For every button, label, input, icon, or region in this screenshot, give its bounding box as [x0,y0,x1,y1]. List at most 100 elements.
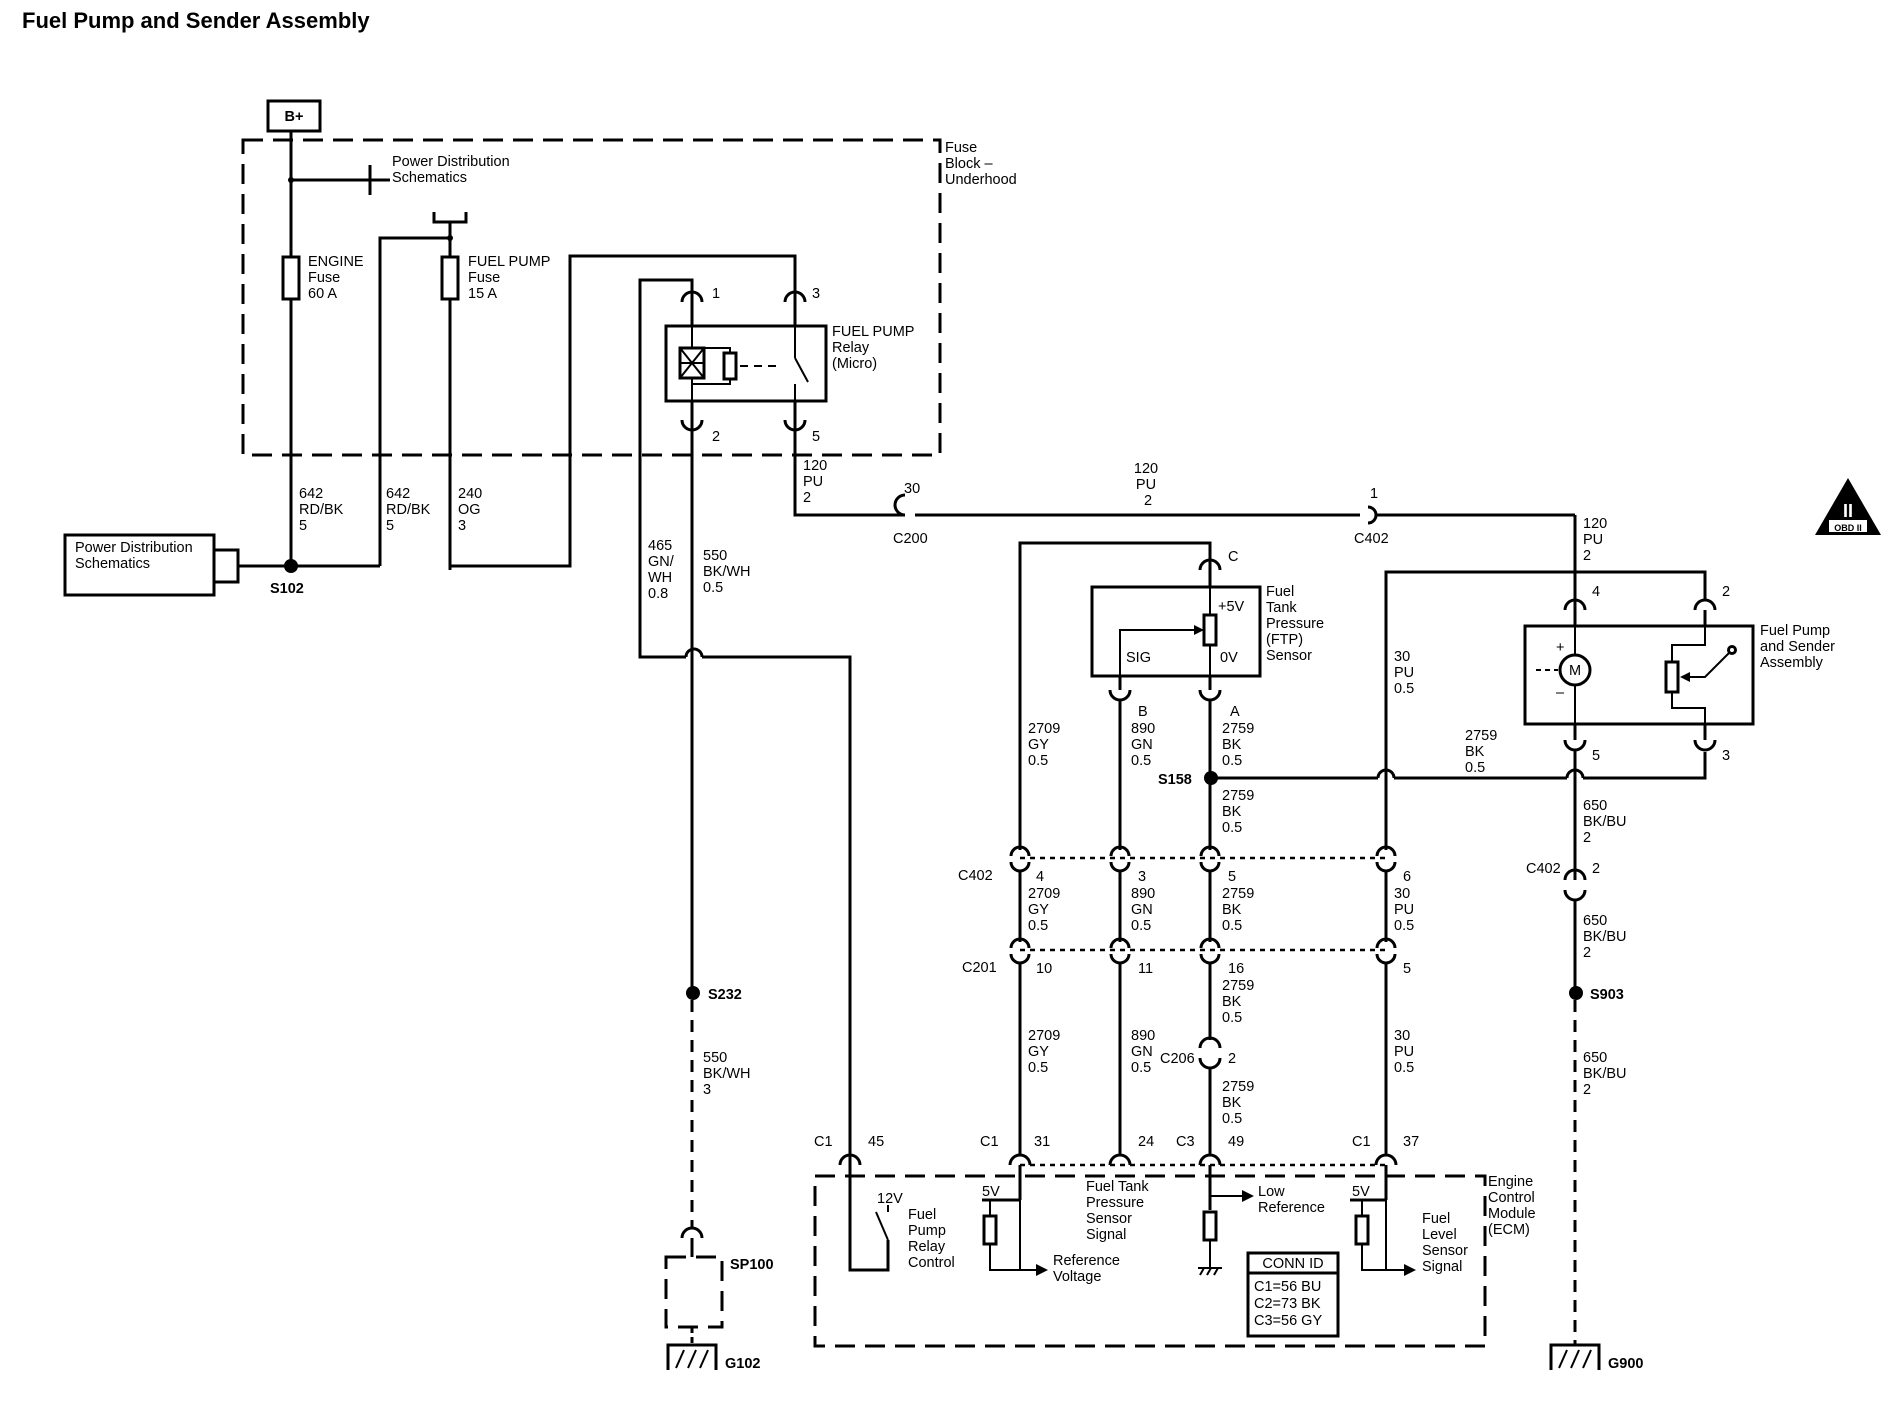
relay-pin-2: 2 [712,429,720,445]
splice-s232-label: S232 [708,987,742,1003]
pump-pin-5: 5 [1592,748,1600,764]
ecm-c1-c: C1 [1352,1134,1371,1150]
wire-240: 240 OG 3 [458,486,486,534]
splice-s158-label: S158 [1158,772,1192,788]
connector-cavity-male [1375,861,1397,873]
ecm-5v-ref-label: 5V [982,1184,1000,1200]
connector-c402-bottom: C402 [958,868,993,884]
ecm-low-reference-label: Low Reference [1258,1184,1325,1216]
wire-550-lower: 550 BK/WH 3 [703,1050,755,1098]
c206-pin-2: 2 [1228,1051,1236,1067]
pump-pin-4: 4 [1592,584,1600,600]
conn-id-c1: C1=56 BU [1254,1279,1321,1295]
engine-fuse-label: ENGINE Fuse 60 A [308,254,368,302]
fuel-pump-fuse-label: FUEL PUMP Fuse 15 A [468,254,554,302]
connector-cavity-male [1009,953,1031,965]
wire-30-top: 30 PU 0.5 [1394,649,1418,697]
wire-890-top: 890 GN 0.5 [1131,721,1159,769]
ftp-pin-a: A [1230,704,1240,720]
ground-g900-label: G900 [1608,1356,1643,1372]
c200-pin-30: 30 [904,481,920,497]
connector-cavity-male [1199,861,1221,873]
splice-s903-label: S903 [1590,987,1624,1003]
svg-text:II: II [1843,501,1853,521]
svg-text:OBD II: OBD II [1834,523,1862,533]
battery-positive-box [266,99,322,133]
fuse-block-label: Fuse Block – Underhood [945,140,1017,188]
connector-cavity-female [1109,845,1131,857]
ecm-boundary [813,1174,1487,1348]
ecm-pin-37: 37 [1403,1134,1419,1150]
wire-650-mid: 650 BK/BU 2 [1583,913,1631,961]
wire-642-engine: 642 RD/BK 5 [299,486,347,534]
connector-cavity-female [1199,845,1221,857]
battery-positive-label: B+ [285,109,304,125]
c201-pin-10: 10 [1036,961,1052,977]
relay-pin-1: 1 [712,286,720,302]
ecm-chassis-ground-icon [1198,1267,1222,1276]
conn-id-table: CONN ID C1=56 BU C2=73 BK C3=56 GY [1246,1251,1340,1338]
ecm-pin-45: 45 [868,1134,884,1150]
obd-ii-icon: II OBD II [1815,478,1881,535]
wire-120-mid: 120 PU 2 [1134,461,1162,509]
ecm-c3: C3 [1176,1134,1195,1150]
connector-c402-pump: C402 [1526,861,1561,877]
motor-minus: – [1556,685,1565,701]
ftp-pin-c: C [1228,549,1238,565]
c402-pin-6: 6 [1403,869,1411,885]
ecm-reference-voltage-label: Reference Voltage [1053,1253,1124,1285]
ecm-5v-level-label: 5V [1352,1184,1370,1200]
fuel-pump-fuse [440,255,460,301]
power-distribution-ref-left-label: Power Distribution Schematics [75,540,197,572]
ecm-fuel-level-label: Fuel Level Sensor Signal [1422,1211,1472,1275]
splice-pack-sp100-label: SP100 [730,1257,774,1273]
ecm-relay-control-label: Fuel Pump Relay Control [908,1207,955,1271]
diagram-title: Fuel Pump and Sender Assembly [22,8,370,33]
c402-pin-4: 4 [1036,869,1044,885]
ecm-label: Engine Control Module (ECM) [1488,1174,1540,1238]
wire-650-upper: 650 BK/BU 2 [1583,798,1631,846]
wire-642-pump: 642 RD/BK 5 [386,486,434,534]
ground-g102-label: G102 [725,1356,760,1372]
conn-id-title: CONN ID [1262,1256,1323,1272]
connector-cavity-male [1109,861,1131,873]
motor-plus: + [1556,640,1564,656]
conn-id-c3: C3=56 GY [1254,1313,1322,1329]
c402-pin-5: 5 [1228,869,1236,885]
wire-650-lower: 650 BK/BU 2 [1583,1050,1631,1098]
connector-c201: C201 [962,960,997,976]
wire-120-pump: 120 PU 2 [1583,516,1611,564]
relay-pin-3: 3 [812,286,820,302]
ftp-pin-b: B [1138,704,1148,720]
wire-120-relay: 120 PU 2 [803,458,831,506]
c201-pin-11: 11 [1138,961,1153,977]
ecm-ftp-signal-label: Fuel Tank Pressure Sensor Signal [1086,1179,1153,1243]
c201-pin-5: 5 [1403,961,1411,977]
motor-label: M [1569,663,1581,679]
ftp-sensor-label: Fuel Tank Pressure (FTP) Sensor [1266,584,1328,664]
ground-g900 [1549,1343,1601,1370]
wire-2759-ftp: 2759 BK 0.5 [1222,721,1258,769]
pump-pin-3: 3 [1722,748,1730,764]
c402-pin-1: 1 [1370,486,1378,502]
ecm-pin-49: 49 [1228,1134,1244,1150]
ground-g102 [666,1343,718,1370]
pump-pin-2: 2 [1722,584,1730,600]
power-distribution-ref-top: Power Distribution Schematics [392,154,514,186]
connector-cavity-male [1375,953,1397,965]
ecm-12v-label: 12V [877,1191,903,1207]
conn-id-c2: C2=73 BK [1254,1296,1321,1312]
splice-s102-label: S102 [270,581,304,597]
power-distribution-ref-left [63,533,216,597]
connector-cavity-male [1109,953,1131,965]
connector-c402-top: C402 [1354,531,1389,547]
splice-s903 [1569,986,1583,1000]
